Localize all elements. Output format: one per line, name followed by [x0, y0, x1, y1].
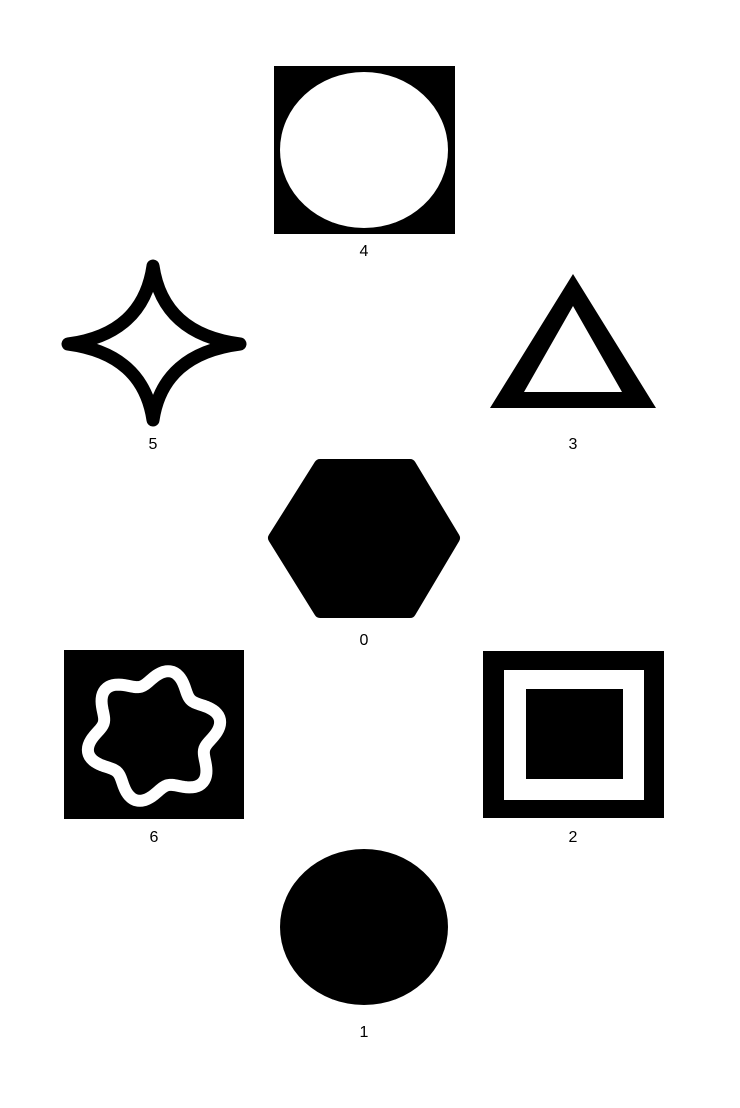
figure-3-label: 3 — [569, 436, 578, 453]
figure-6-label: 6 — [150, 829, 159, 846]
figure-4-label: 4 — [360, 243, 369, 260]
figure-5-star-outline — [61, 259, 247, 427]
figure-6-wavy-ring-in-square — [64, 650, 244, 819]
figure-2-label: 2 — [569, 829, 578, 846]
figure-3-triangle-outline — [490, 274, 656, 408]
figure-2-nested-squares — [483, 651, 664, 818]
figure-1-circle — [280, 849, 448, 1005]
figure-1-label: 1 — [360, 1024, 369, 1041]
figure-4-circle-in-square — [274, 66, 455, 234]
figure-0-label: 0 — [360, 632, 369, 649]
figure-0-hexagon — [268, 459, 460, 618]
figure-5-label: 5 — [149, 436, 158, 453]
